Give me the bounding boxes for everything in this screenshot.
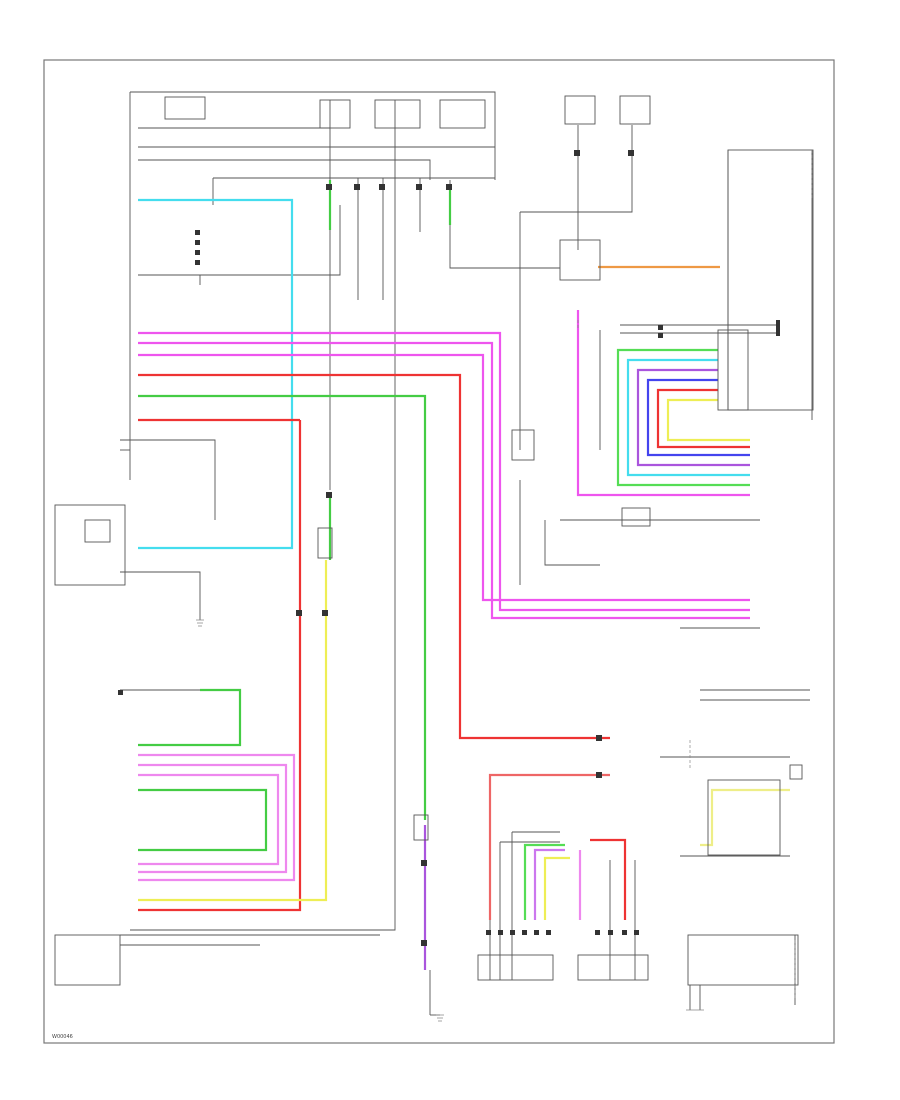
relay-box-top-3: [374, 99, 421, 129]
wire-green-main: [138, 394, 427, 820]
bottom-right-box: [687, 934, 799, 986]
left-switch-box: [54, 504, 126, 586]
wire-bundle-cyan: [626, 358, 750, 477]
wire-pink-3: [138, 353, 750, 602]
wire-pink-left-3: [138, 773, 280, 866]
wire-pink-2: [138, 341, 750, 620]
wire-bundle-blue: [646, 378, 750, 457]
wire-bottom-purple: [533, 848, 565, 920]
wire-bottom-red-2: [590, 838, 627, 920]
wire-bottom-green: [523, 843, 565, 920]
relay-box-top-5: [564, 95, 596, 125]
wire-bottom-yellow: [543, 856, 570, 920]
ground-symbols: [196, 619, 704, 1022]
stop-light-box: [707, 779, 781, 856]
wire-bundle-yellow: [666, 398, 750, 442]
wire-red-vertical: [138, 420, 302, 912]
wire-bundle-purple: [636, 368, 750, 467]
small-block-right: [789, 764, 803, 780]
clock-box: [621, 507, 651, 527]
fuse-bottom: [413, 814, 429, 841]
black-wiring: [120, 91, 813, 1016]
component-boxes: [54, 95, 814, 986]
relay-box-top-4: [439, 99, 486, 129]
combination-meter-box: [54, 934, 121, 986]
relay-box-top-1: [164, 96, 206, 120]
small-switch: [84, 519, 111, 543]
wire-pink-1: [138, 331, 750, 612]
multiplex-box: [559, 239, 601, 281]
diagram-frame: [43, 59, 835, 1044]
connector-right-top: [727, 149, 814, 411]
wire-pink-left-1: [138, 753, 296, 882]
wire-yellow-right: [700, 788, 790, 847]
pin-markers: [118, 150, 780, 946]
dashed-leads: [577, 150, 813, 1000]
relay-box-top-2: [319, 99, 351, 129]
connector-block: [717, 329, 749, 411]
wire-bundle-red: [656, 388, 750, 449]
relay-box-top-6: [619, 95, 651, 125]
wire-red-main: [138, 373, 610, 740]
bottom-connector-2: [577, 954, 649, 981]
fuse-mid: [317, 527, 333, 559]
wire-pink-right: [576, 310, 750, 497]
wire-pink-left-2: [138, 763, 288, 874]
wire-green-left-loop: [138, 688, 242, 747]
wire-yellow-vertical: [138, 560, 328, 902]
wire-green-left-2: [138, 788, 268, 852]
relay-right-mid: [511, 429, 535, 461]
bottom-connector-1: [477, 954, 554, 981]
wire-bundle-green: [616, 348, 750, 487]
wire-bottom-red: [488, 773, 610, 920]
diagram-id: W00046: [52, 1034, 73, 1040]
